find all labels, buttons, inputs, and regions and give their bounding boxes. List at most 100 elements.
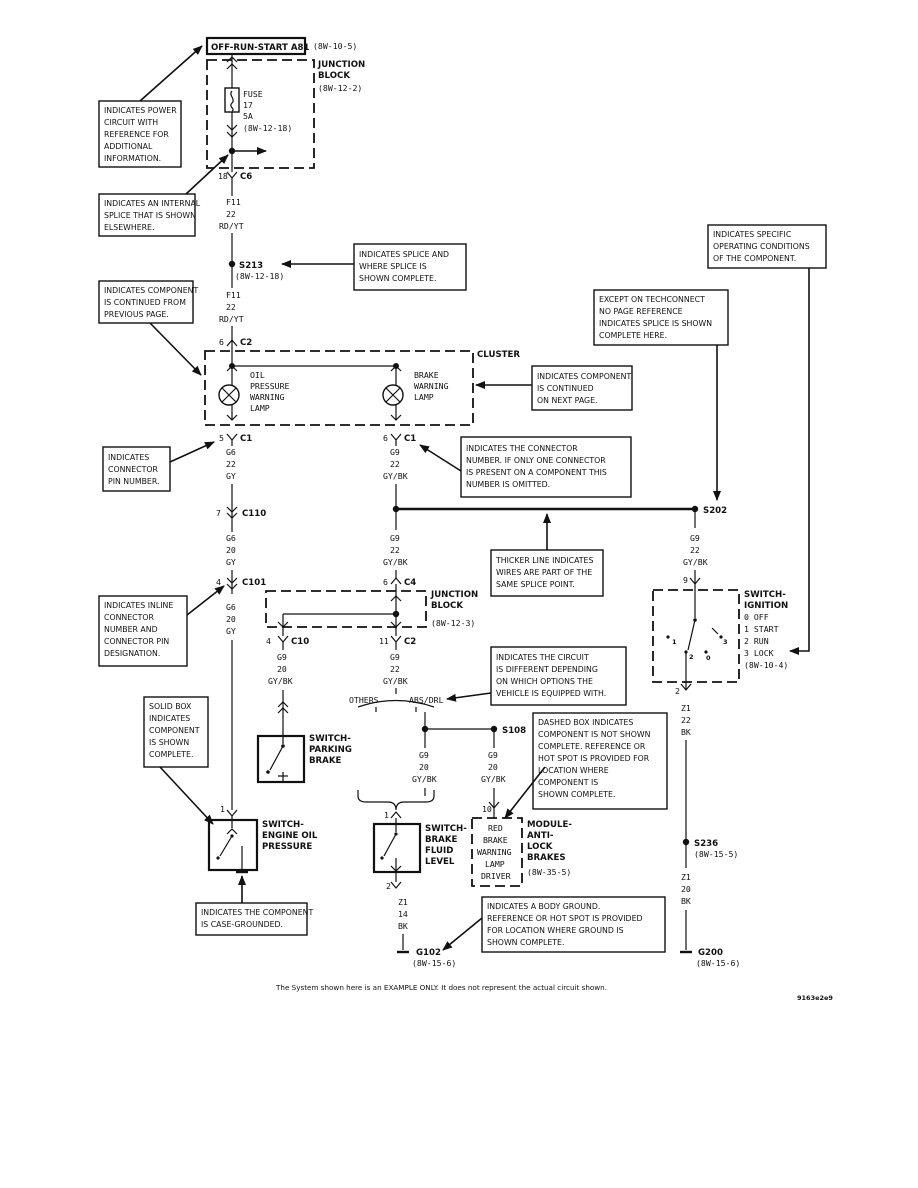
fluid-out-gauge: 14 <box>398 909 408 919</box>
callout-tech-2: NO PAGE REFERENCE <box>599 307 683 316</box>
ign-title-1: SWITCH- <box>744 590 786 600</box>
callout-power-2: CIRCUIT WITH <box>104 118 158 127</box>
callout-pin-number: INDICATES CONNECTOR PIN NUMBER. <box>102 441 215 492</box>
brake-lamp-label-1: BRAKE <box>414 370 439 380</box>
oil-lamp-label-1: OIL <box>250 370 265 380</box>
abs-line-3: WARNING <box>477 847 512 857</box>
callout-dashed-3: COMPLETE. REFERENCE OR <box>538 742 646 751</box>
wire-g9-a: G9 22 GY/BK <box>383 447 408 481</box>
wire-g6-c: G6 20 GY <box>226 602 236 636</box>
junction-block-top-title-2: BLOCK <box>318 71 350 81</box>
wire-g9-b-gauge: 22 <box>390 545 400 555</box>
wire-g9-left-circuit: G9 <box>419 750 429 760</box>
callout-solid-box: SOLID BOX INDICATES COMPONENT IS SHOWN C… <box>143 696 214 825</box>
ign-num-0: 0 <box>706 654 711 662</box>
g102-name: G102 <box>416 948 441 958</box>
brake-lamp-label-2: WARNING <box>414 381 449 391</box>
parking-title-2: PARKING <box>309 745 352 755</box>
callout-circuit-2: IS DIFFERENT DEPENDING <box>496 665 598 674</box>
wire-g9-c10-color: GY/BK <box>268 676 293 686</box>
callout-inline-connector: INDICATES INLINE CONNECTOR NUMBER AND CO… <box>98 585 225 667</box>
c10-pin: 4 <box>266 636 271 646</box>
callout-splice-complete: INDICATES SPLICE AND WHERE SPLICE IS SHO… <box>281 243 467 291</box>
wire-f11-a: F11 22 RD/YT <box>219 197 244 231</box>
callout-dashed-5: LOCATION WHERE <box>538 766 609 775</box>
callout-circuit-3: ON WHICH OPTIONS THE <box>496 677 593 686</box>
callout-body-1: INDICATES A BODY GROUND. <box>487 902 600 911</box>
callout-thick-1: THICKER LINE INDICATES <box>495 556 593 565</box>
wire-g9-c10: G9 20 GY/BK <box>268 652 293 686</box>
callout-inline-5: DESIGNATION. <box>104 649 160 658</box>
callout-dashed-4: HOT SPOT IS PROVIDED FOR <box>538 754 650 763</box>
callout-circuit-different: INDICATES THE CIRCUIT IS DIFFERENT DEPEN… <box>446 646 627 706</box>
ign-out-gauge: 22 <box>681 715 691 725</box>
wire-f11-a-gauge: 22 <box>226 209 236 219</box>
oil-lamp-label-3: WARNING <box>250 392 285 402</box>
wire-g9-c2: G9 22 GY/BK <box>383 652 408 686</box>
wire-f11-b-gauge: 22 <box>226 302 236 312</box>
s108-name: S108 <box>502 726 526 736</box>
wire-f11-a-color: RD/YT <box>219 221 244 231</box>
c1-left-pin: 5 <box>219 433 224 443</box>
wire-g6-b-color: GY <box>226 557 236 567</box>
callout-tech-1: EXCEPT ON TECHCONNECT <box>599 295 705 304</box>
fluid-title-1: SWITCH- <box>425 824 467 834</box>
callout-solid-4: IS SHOWN <box>149 738 189 747</box>
wire-g9-c10-gauge: 20 <box>277 664 287 674</box>
ign-pin-9: 9 <box>683 575 688 585</box>
callout-operating: INDICATES SPECIFIC OPERATING CONDITIONS … <box>707 224 827 655</box>
callout-thicker-line: THICKER LINE INDICATES WIRES ARE PART OF… <box>490 513 604 597</box>
callout-internal-splice: INDICATES AN INTERNAL SPLICE THAT IS SHO… <box>98 154 229 237</box>
callout-tech-3: INDICATES SPLICE IS SHOWN <box>599 319 712 328</box>
callout-thick-2: WIRES ARE PART OF THE <box>496 568 592 577</box>
c101-pin: 4 <box>216 577 221 587</box>
wire-g9-right-circuit: G9 <box>488 750 498 760</box>
wire-g6-c-gauge: 20 <box>226 614 236 624</box>
wire-g9-a-circuit: G9 <box>390 447 400 457</box>
callout-internal-1: INDICATES AN INTERNAL <box>104 199 201 208</box>
callout-case-grounded: INDICATES THE COMPONENT IS CASE-GROUNDED… <box>195 875 313 936</box>
abs-ref: (8W-35-5) <box>527 867 571 877</box>
wire-f11-b: F11 22 RD/YT <box>219 290 244 324</box>
wire-g9-s202: G9 22 GY/BK 9 <box>683 509 708 600</box>
wire-g6-a-color: GY <box>226 471 236 481</box>
callout-connector-1: INDICATES THE CONNECTOR <box>466 444 578 453</box>
callout-next-3: ON NEXT PAGE. <box>537 396 598 405</box>
callout-power-5: INFORMATION. <box>104 154 161 163</box>
connector-c2-top: 6 C2 <box>219 337 252 348</box>
callout-body-3: FOR LOCATION WHERE GROUND IS <box>487 926 624 935</box>
parking-title-1: SWITCH- <box>309 734 351 744</box>
fuse-label-2: 17 <box>243 100 253 110</box>
fluid-switch-pin: 1 <box>384 810 389 820</box>
cluster: CLUSTER OIL PRESSURE WARNING LAMP BRAKE … <box>204 340 520 426</box>
abs-title-4: BRAKES <box>527 853 566 863</box>
wire-g6-a: G6 22 GY <box>226 447 236 481</box>
callout-inline-3: NUMBER AND <box>104 625 158 634</box>
ign-pos-2: 2 RUN <box>744 636 769 646</box>
junction-block-mid-ref: (8W-12-3) <box>431 618 475 628</box>
switch-brake-fluid-level: 1 SWITCH- BRAKE FLUID LEVEL 2 Z1 14 BK G… <box>372 810 467 968</box>
wire-g9-right-gauge: 20 <box>488 762 498 772</box>
callout-dashed-box: DASHED BOX INDICATES COMPONENT IS NOT SH… <box>504 712 668 819</box>
callout-solid-1: SOLID BOX <box>149 702 192 711</box>
callout-dashed-1: DASHED BOX INDICATES <box>538 718 633 727</box>
callout-connector-3: IS PRESENT ON A COMPONENT THIS <box>466 468 607 477</box>
fuse-ref: (8W-12-18) <box>243 123 292 133</box>
connector-c6: 18 C6 <box>218 171 252 182</box>
callout-dashed-2: COMPONENT IS NOT SHOWN <box>538 730 651 739</box>
abs-title-2: ANTI- <box>527 831 554 841</box>
callout-splice-2: WHERE SPLICE IS <box>359 262 427 271</box>
callout-solid-5: COMPLETE. <box>149 750 193 759</box>
wire-z1-s236-circuit: Z1 <box>681 872 691 882</box>
g102-ref: (8W-15-6) <box>412 958 456 968</box>
callout-inline-1: INDICATES INLINE <box>104 601 173 610</box>
fuse-label-3: 5A <box>243 111 253 121</box>
wire-g9-a-color: GY/BK <box>383 471 408 481</box>
footer-note: The System shown here is an EXAMPLE ONLY… <box>275 983 607 992</box>
junction-block-mid: JUNCTION BLOCK (8W-12-3) <box>265 584 478 636</box>
callout-from-2: IS CONTINUED FROM <box>104 298 186 307</box>
wire-f11-a-circuit: F11 <box>226 197 241 207</box>
callout-pin-1: INDICATES <box>108 453 149 462</box>
cluster-title: CLUSTER <box>477 350 520 360</box>
